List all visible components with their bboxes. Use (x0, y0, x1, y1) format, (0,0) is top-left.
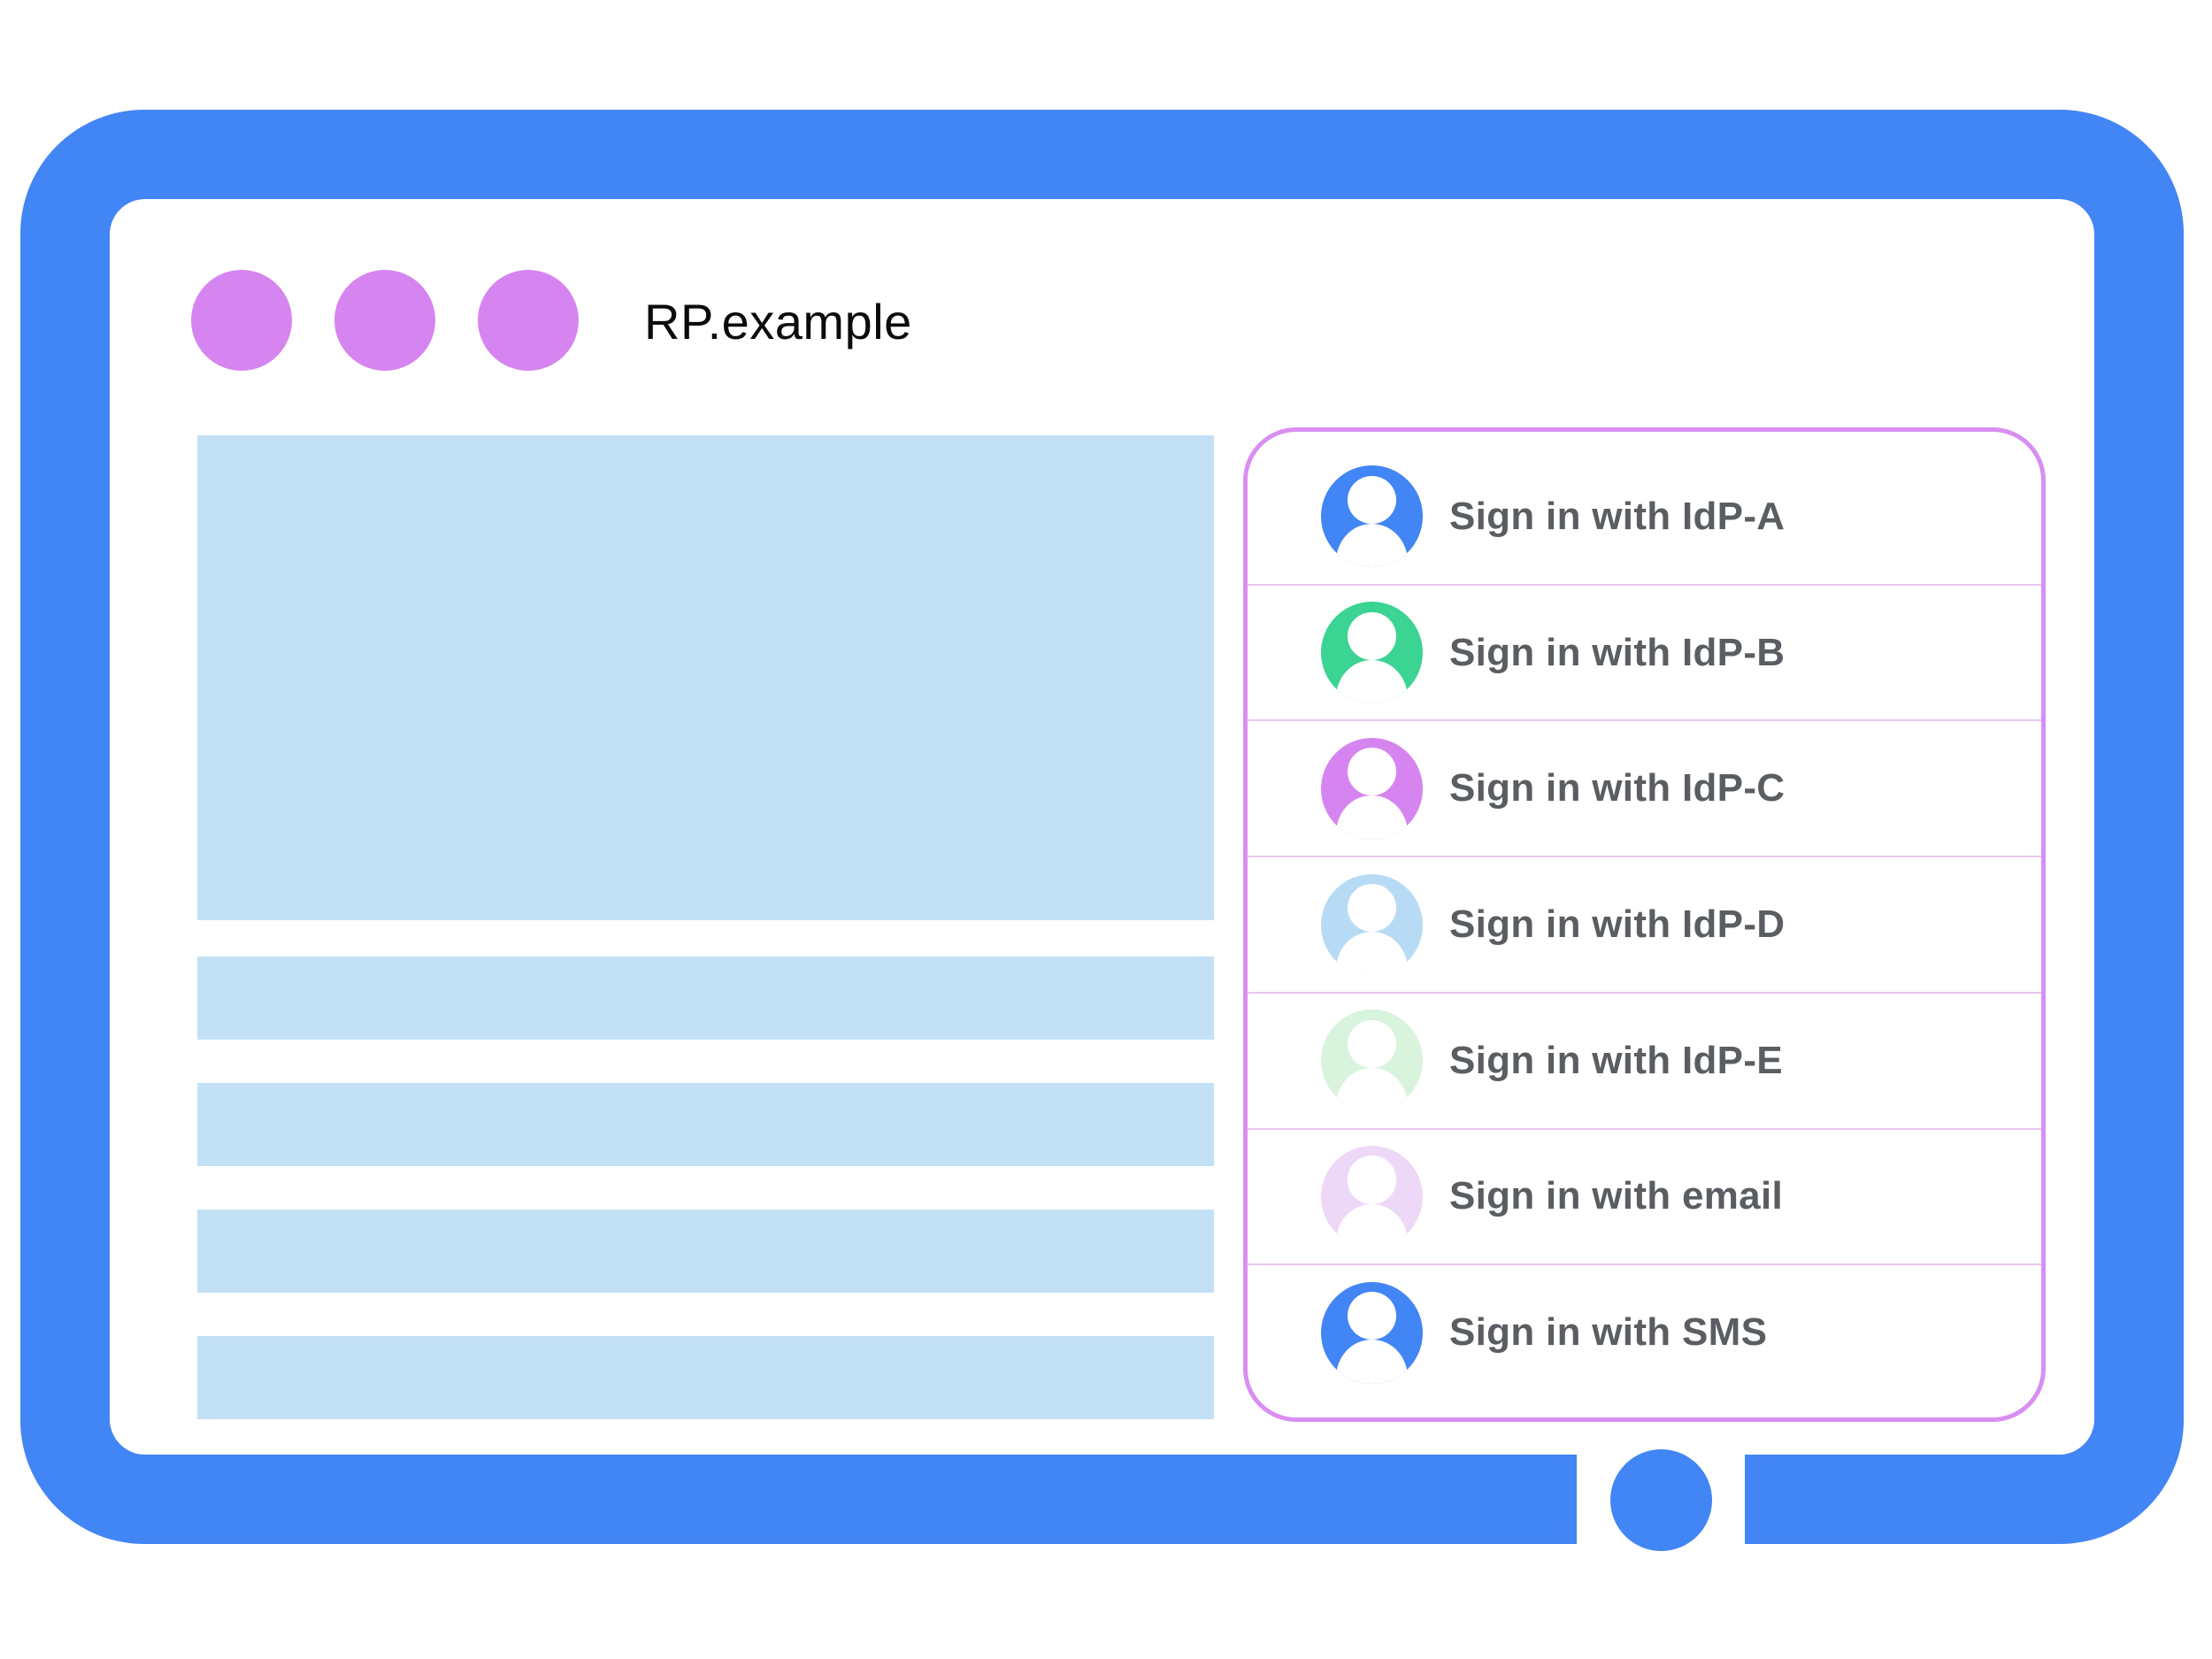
signin-option-label: Sign in with IdP-E (1449, 1038, 1783, 1082)
user-avatar-icon (1321, 1010, 1423, 1112)
bezel-right-segment (1745, 1455, 1835, 1544)
site-title: RP.example (644, 294, 912, 349)
content-placeholder-bar (197, 1210, 1214, 1293)
signin-option-label: Sign in with IdP-D (1449, 902, 1786, 947)
user-avatar-icon (1321, 1281, 1423, 1384)
signin-option-email[interactable]: Sign in with email (1248, 1130, 2041, 1266)
signin-option-idp-e[interactable]: Sign in with IdP-E (1248, 994, 2041, 1130)
content-placeholder-bar (197, 1083, 1214, 1166)
signin-option-label: Sign in with SMS (1449, 1310, 1768, 1355)
content-placeholder-bar (197, 956, 1214, 1040)
user-avatar-icon (1321, 465, 1423, 568)
user-avatar-icon (1321, 602, 1423, 704)
content-placeholder-bar (197, 1336, 1214, 1419)
signin-dialog: Sign in with IdP-A Sign in with IdP-B Si… (1243, 427, 2046, 1422)
window-control-dot-2-icon[interactable] (334, 270, 435, 371)
signin-option-idp-c[interactable]: Sign in with IdP-C (1248, 721, 2041, 858)
user-avatar-icon (1321, 1145, 1423, 1248)
signin-option-sms[interactable]: Sign in with SMS (1248, 1265, 2041, 1400)
signin-option-label: Sign in with IdP-A (1449, 494, 1786, 538)
signin-option-label: Sign in with IdP-C (1449, 766, 1786, 810)
bezel-left-segment (1486, 1455, 1577, 1544)
monitor-button-icon (1610, 1449, 1712, 1551)
user-avatar-icon (1321, 873, 1423, 976)
signin-option-idp-a[interactable]: Sign in with IdP-A (1248, 449, 2041, 586)
signin-option-label: Sign in with email (1449, 1174, 1783, 1218)
signin-option-idp-d[interactable]: Sign in with IdP-D (1248, 857, 2041, 994)
content-placeholder-hero (197, 435, 1214, 920)
user-avatar-icon (1321, 737, 1423, 840)
signin-option-idp-b[interactable]: Sign in with IdP-B (1248, 586, 2041, 722)
window-control-dot-1-icon[interactable] (191, 270, 292, 371)
window-control-dot-3-icon[interactable] (478, 270, 579, 371)
signin-option-label: Sign in with IdP-B (1449, 630, 1786, 674)
